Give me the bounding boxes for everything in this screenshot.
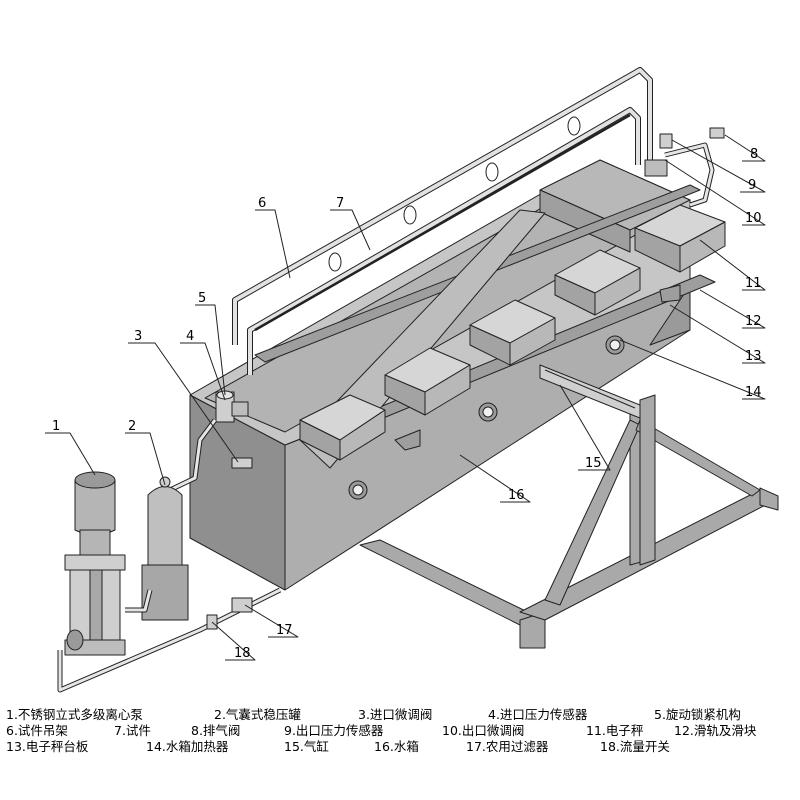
legend-item-11: 11.电子秤 <box>586 723 644 738</box>
callout-7: 7 <box>336 196 344 211</box>
air-cylinder <box>539 364 641 419</box>
callout-16: 16 <box>508 488 525 503</box>
callout-17: 17 <box>276 623 293 638</box>
callout-18: 18 <box>234 646 251 661</box>
legend-row-2: 6.试件吊架 7.试件 8.排气阀 9.出口压力传感器 10.出口微调阀 11.… <box>6 723 796 739</box>
legend-item-8: 8.排气阀 <box>191 723 241 738</box>
callout-14: 14 <box>745 385 762 400</box>
legend-item-4: 4.进口压力传感器 <box>488 707 588 722</box>
legend-item-12: 12.滑轨及滑块 <box>674 723 757 738</box>
legend-item-15: 15.气缸 <box>284 739 329 754</box>
legend-item-6: 6.试件吊架 <box>6 723 68 738</box>
callout-4: 4 <box>186 329 194 344</box>
legend-item-3: 3.进口微调阀 <box>358 707 433 722</box>
callout-6: 6 <box>258 196 266 211</box>
legend-item-10: 10.出口微调阀 <box>442 723 525 738</box>
legend-item-18: 18.流量开关 <box>600 739 670 754</box>
callout-3: 3 <box>134 329 142 344</box>
legend-item-9: 9.出口压力传感器 <box>284 723 384 738</box>
pipe-lines <box>57 587 282 693</box>
test-rig-diagram: 1 2 3 4 5 6 7 8 9 10 11 12 13 14 15 16 1… <box>45 67 779 693</box>
legend-item-14: 14.水箱加热器 <box>146 739 229 754</box>
callout-1: 1 <box>52 419 60 434</box>
cylinder-support-frame <box>359 394 779 649</box>
callout-15: 15 <box>585 456 602 471</box>
legend-item-7: 7.试件 <box>114 723 151 738</box>
leader-lines <box>45 134 766 661</box>
callout-13: 13 <box>745 349 762 364</box>
callout-12: 12 <box>745 314 762 329</box>
bladder-tank <box>141 476 189 621</box>
callout-2: 2 <box>128 419 136 434</box>
legend-item-2: 2.气囊式稳压罐 <box>214 707 301 722</box>
inlet-assembly <box>168 390 253 493</box>
callout-9: 9 <box>748 178 756 193</box>
legend-item-13: 13.电子秤台板 <box>6 739 89 754</box>
centrifugal-pump <box>64 471 126 656</box>
specimen-hanger <box>232 67 653 375</box>
outlet-assembly <box>644 127 725 208</box>
legend-item-17: 17.农用过滤器 <box>466 739 549 754</box>
legend-item-16: 16.水箱 <box>374 739 419 754</box>
callout-8: 8 <box>750 147 758 162</box>
legend-item-5: 5.旋动锁紧机构 <box>654 707 741 722</box>
callout-11: 11 <box>745 276 762 291</box>
legend-row-3: 13.电子秤台板 14.水箱加热器 15.气缸 16.水箱 17.农用过滤器 1… <box>6 739 796 755</box>
callout-5: 5 <box>198 291 206 306</box>
electronic-scales <box>299 204 726 461</box>
callout-numbers: 1 2 3 4 5 6 7 8 9 10 11 12 13 14 15 16 1… <box>52 147 762 661</box>
legend-item-1: 1.不锈钢立式多级离心泵 <box>6 707 143 722</box>
legend-row-1: 1.不锈钢立式多级离心泵 2.气囊式稳压罐 3.进口微调阀 4.进口压力传感器 … <box>6 707 796 723</box>
callout-10: 10 <box>745 211 762 226</box>
